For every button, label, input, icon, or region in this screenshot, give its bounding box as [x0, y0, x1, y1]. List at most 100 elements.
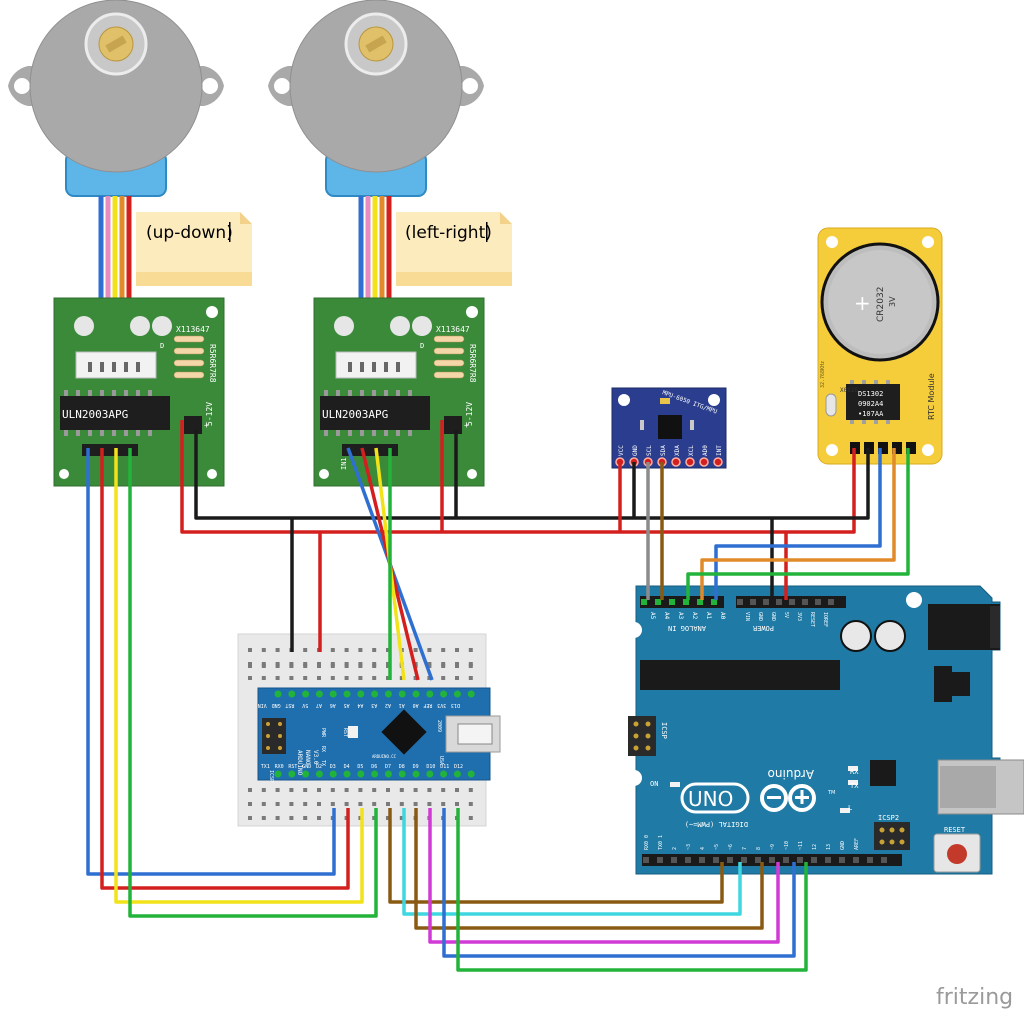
- breadboard-hole: [303, 648, 308, 652]
- nano-top-pin-label: RST: [285, 702, 294, 708]
- uno-digital-pin-label: 4: [700, 847, 706, 850]
- uno-analog-pin-label: A0: [719, 612, 726, 620]
- breadboard-hole: [455, 664, 459, 668]
- nano-top-pin-label: A4: [357, 702, 363, 708]
- breadboard-hole: [248, 816, 252, 820]
- rtc-title: RTC Module: [927, 373, 936, 420]
- breadboard-hole: [441, 802, 446, 806]
- uno-analog-pin-label: A1: [705, 612, 712, 620]
- nano-pin: [412, 770, 420, 778]
- nano-bottom-pin-label: RX0: [275, 764, 284, 770]
- mpu-pin-gnd: GND: [632, 445, 639, 456]
- uno-digital-pin-label: ~10: [784, 841, 790, 850]
- uno-digital-pin-label: 13: [826, 844, 832, 850]
- breadboard-hole: [289, 802, 294, 806]
- breadboard-hole: [468, 788, 473, 792]
- breadboard-hole: [358, 648, 363, 652]
- nano-pin: [302, 690, 310, 698]
- nano-pin: [398, 770, 406, 778]
- note-up-down-text: (up-down): [146, 223, 233, 243]
- uno-digital-pin: [825, 857, 831, 863]
- uno-analog-pin-label: A5: [649, 612, 656, 620]
- nano-top-pin-label: A7: [316, 702, 322, 708]
- nano-top-pin-label: 3V3: [437, 702, 446, 708]
- left-driver-resistors: R5R6R7R8: [208, 344, 217, 383]
- nano-pin: [302, 770, 310, 778]
- nano-bottom-pin-label: D7: [385, 764, 391, 770]
- uno-digital-pin-label: ~9: [770, 844, 776, 850]
- uno-analog-pin: [683, 599, 689, 605]
- uno-power-pin-label: 3V3: [796, 612, 802, 621]
- breadboard-hole: [399, 802, 404, 806]
- uno-power-pin-label: GND: [770, 612, 776, 621]
- breadboard-hole: [358, 788, 363, 792]
- nano-pin: [384, 770, 392, 778]
- nano-ardu: ARDUINO.CC: [372, 754, 397, 759]
- nano-pwr: PWR: [320, 728, 326, 738]
- left-driver-voltage: 5-12V: [205, 402, 214, 426]
- uno-digital-pin: [643, 857, 649, 863]
- uno-power-pin-label: GND: [757, 612, 763, 621]
- uno-power-pin: [802, 599, 808, 605]
- breadboard-hole: [399, 816, 404, 820]
- nano-usb: USA: [438, 756, 444, 765]
- rtc-battery-volt: 3V: [888, 296, 897, 307]
- mpu-pin-labels: VCC GND SCL SDA XDA XCL AD0 INT: [618, 445, 723, 456]
- nano-pin: [343, 690, 351, 698]
- breadboard-hole: [248, 802, 252, 806]
- nano-pin: [357, 690, 365, 698]
- breadboard-hole: [261, 664, 266, 668]
- nano-pin: [412, 690, 420, 698]
- nano-top-pin-label: REF: [423, 702, 432, 708]
- breadboard-hole: [303, 816, 308, 820]
- breadboard-hole: [427, 802, 432, 806]
- breadboard-hole: [289, 816, 294, 820]
- uno-analog-pin-label: A4: [663, 612, 670, 620]
- breadboard-hole: [399, 788, 404, 792]
- nano-bottom-pin-label: D11: [440, 764, 449, 770]
- uno-digital-pin-label: ~5: [714, 844, 720, 850]
- left-driver-plus: +: [204, 421, 209, 430]
- breadboard-hole: [289, 676, 294, 680]
- nano-top-pin-label: GND: [272, 702, 281, 708]
- nano-bottom-pin-label: TX1: [261, 764, 270, 770]
- breadboard-hole: [344, 664, 349, 668]
- breadboard-hole: [248, 664, 252, 668]
- uno-power-pin: [737, 599, 743, 605]
- breadboard-hole: [468, 816, 473, 820]
- breadboard-hole: [455, 802, 459, 806]
- breadboard-hole: [441, 676, 446, 680]
- breadboard-hole: [455, 788, 459, 792]
- nano-tx: TX: [320, 760, 326, 766]
- breadboard-hole: [248, 676, 252, 680]
- uno-digital-pin-label: TX0 1: [658, 835, 664, 850]
- uno-digital: DIGITAL (PWM=~): [685, 820, 748, 828]
- breadboard-hole: [261, 676, 266, 680]
- mpu-pin-xda: XDA: [674, 445, 681, 456]
- breadboard-hole: [427, 648, 432, 652]
- breadboard-hole: [468, 648, 473, 652]
- nano-pin: [329, 690, 337, 698]
- nano-pin: [288, 770, 296, 778]
- uno-power-pin: [750, 599, 756, 605]
- breadboard-hole: [330, 788, 335, 792]
- nano-top-pin-label: A0: [413, 702, 419, 708]
- uno-digital-pin: [797, 857, 803, 863]
- stepper-motor-right: [268, 0, 484, 197]
- nano-name-1: ARDUINO: [296, 750, 303, 776]
- nano-top-pin-label: 5V: [302, 702, 308, 708]
- breadboard-hole: [344, 788, 349, 792]
- uno-power-pin-label: IOREF: [822, 612, 828, 627]
- nano-pin: [274, 770, 282, 778]
- mpu-pin-vcc: VCC: [618, 445, 625, 456]
- uno-power-pin: [815, 599, 821, 605]
- rtc-module: [817, 227, 943, 465]
- fritzing-brand: fritzing: [936, 985, 1013, 1010]
- uno-icsp: ICSP: [660, 722, 668, 739]
- nano-pin: [440, 690, 448, 698]
- uno-analog-pin: [697, 599, 703, 605]
- breadboard-hole: [413, 788, 418, 792]
- nano-pin: [467, 770, 475, 778]
- arduino-uno: [626, 585, 1024, 875]
- nano-num: 2009: [436, 720, 442, 732]
